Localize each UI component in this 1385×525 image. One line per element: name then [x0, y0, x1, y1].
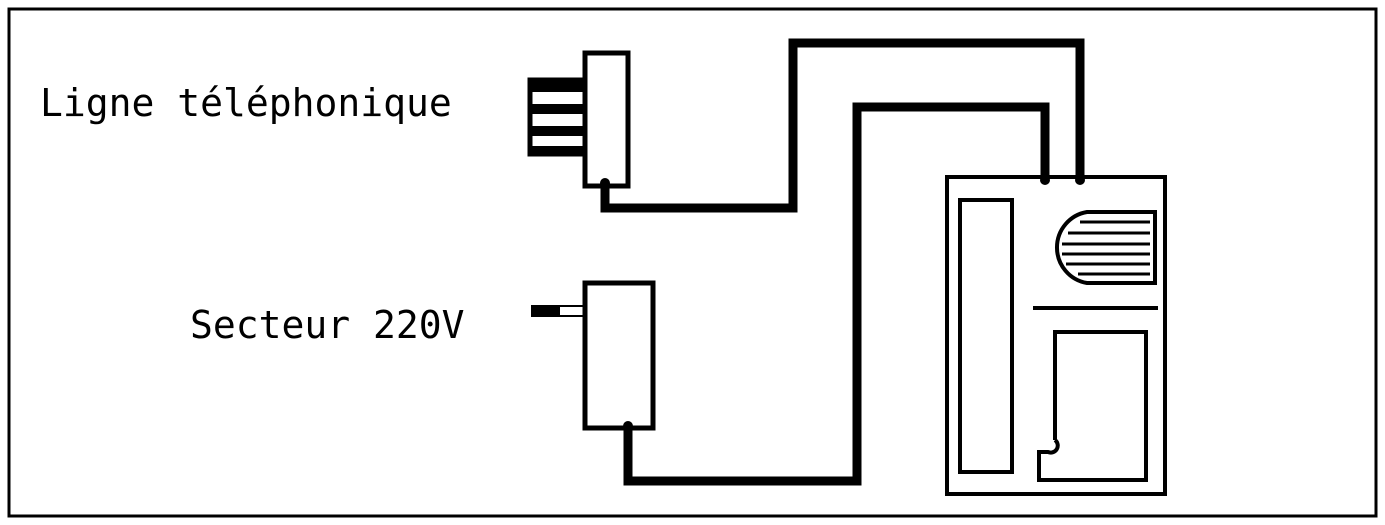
telephone-plug — [527, 50, 631, 189]
phone-cable — [600, 38, 1085, 213]
telephone-device — [945, 175, 1167, 496]
label-mains: Secteur 220V — [190, 303, 465, 347]
diagram-frame — [7, 7, 1378, 518]
power-cable — [623, 102, 1050, 486]
handset-slot — [958, 198, 1014, 474]
power-adapter — [531, 280, 656, 431]
label-phone-line: Ligne téléphonique — [40, 81, 452, 125]
keypad-area — [1037, 330, 1148, 482]
speaker-grille — [1055, 210, 1157, 285]
